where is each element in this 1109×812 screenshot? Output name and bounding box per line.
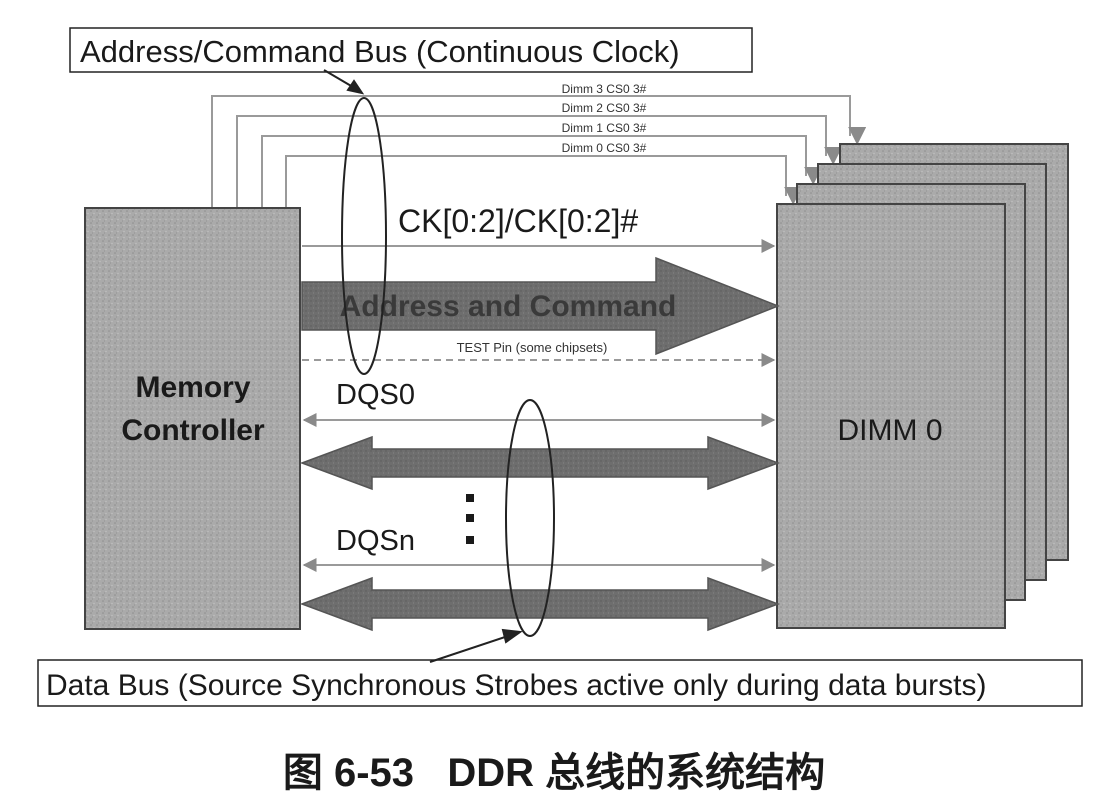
figure-caption: 图 6-53 DDR 总线的系统结构	[283, 751, 825, 795]
chip-select-lines	[211, 95, 867, 208]
label-pointers	[323, 69, 523, 663]
cs-label-dimm2: Dimm 2 CS0 3#	[562, 101, 647, 115]
cs-label-dimm1: Dimm 1 CS0 3#	[562, 121, 647, 135]
dqsn-signal: DQSn	[302, 525, 776, 572]
cs-label-dimm0: Dimm 0 CS0 3#	[562, 141, 647, 155]
cs-line-dimm3	[211, 95, 867, 208]
cs-line-dimm1	[261, 135, 823, 208]
addr-cmd-arrow: Address and Command	[301, 256, 781, 356]
chip-select-labels: Dimm 3 CS0 3# Dimm 2 CS0 3# Dimm 1 CS0 3…	[562, 82, 647, 155]
data-bus-arrow-0	[299, 435, 781, 491]
dqs0-signal: DQS0	[302, 379, 776, 427]
memory-controller-label-line1: Memory	[135, 371, 250, 404]
dimm-stack: DIMM 0	[776, 143, 1069, 629]
memory-controller-label-line2: Controller	[121, 414, 265, 447]
test-pin-signal: TEST Pin (some chipsets)	[302, 340, 776, 367]
cs-line-dimm0	[285, 155, 803, 208]
addr-cmd-bus-label: Address/Command Bus (Continuous Clock)	[80, 34, 680, 69]
data-bus-label: Data Bus (Source Synchronous Strobes act…	[46, 669, 987, 702]
data-group-ellipse	[505, 399, 555, 637]
dqsn-label: DQSn	[336, 525, 415, 557]
addr-cmd-arrow-label: Address and Command	[340, 290, 677, 323]
test-pin-label: TEST Pin (some chipsets)	[457, 340, 608, 355]
cs-line-dimm2	[236, 115, 843, 208]
clock-signal: CK[0:2]/CK[0:2]#	[302, 203, 776, 253]
cs-label-dimm3: Dimm 3 CS0 3#	[562, 82, 647, 96]
dqs0-label: DQS0	[336, 379, 415, 411]
addr-cmd-group-ellipse	[341, 97, 387, 375]
dimm-module-0	[776, 203, 1006, 629]
clock-label: CK[0:2]/CK[0:2]#	[398, 203, 638, 239]
ellipsis-dots	[466, 494, 474, 544]
addr-cmd-bus-label-box: Address/Command Bus (Continuous Clock)	[69, 27, 753, 73]
dimm-label: DIMM 0	[838, 414, 943, 447]
memory-controller-block: Memory Controller	[84, 207, 301, 630]
data-bus-arrow-n	[299, 576, 781, 632]
data-bus-label-box: Data Bus (Source Synchronous Strobes act…	[37, 659, 1083, 707]
